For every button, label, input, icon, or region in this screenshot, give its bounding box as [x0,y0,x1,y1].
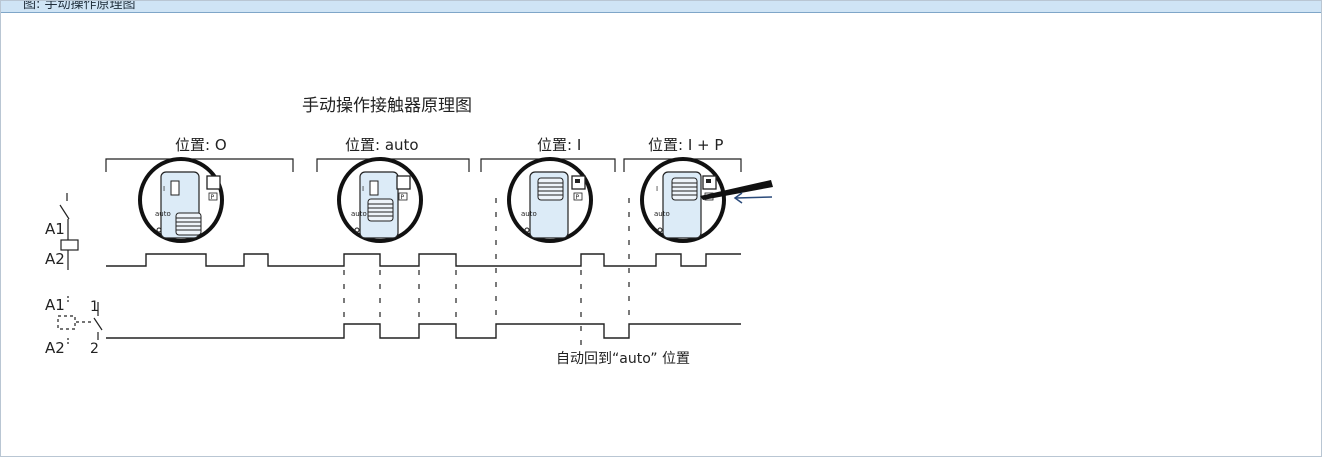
arrow-icon [733,192,773,204]
figure-caption: 图: 手动操作原理图 [23,1,136,12]
position-label-ip: 位置: I + P [648,136,723,154]
coil-a2-label: A2 [45,250,65,268]
contact-2-label: 2 [90,341,99,357]
i-mark: I [656,185,658,193]
contact-a2-label: A2 [45,339,65,357]
timing-guides [343,198,630,346]
i-mark: I [163,185,165,193]
auto-mark: auto [351,210,367,218]
contact-symbol: A1 A2 1 2 [45,296,103,357]
coil-waveform [106,253,741,267]
contact-1-label: 1 [90,299,99,315]
auto-mark: auto [654,210,670,218]
position-label-i: 位置: I [537,136,581,154]
figure-caption-bar: 图: 手动操作原理图 [1,1,1321,13]
screwdriver-icon [700,180,773,200]
i-mark: I [362,185,364,193]
coil-symbol: A1 A2 [45,193,79,270]
dial-position-auto: P I auto [337,157,423,243]
dial-position-i: P auto [507,157,593,243]
position-label-o: 位置: O [175,136,227,154]
auto-mark: auto [155,210,171,218]
dial-position-ip: P I auto [640,157,773,243]
auto-mark: auto [521,210,537,218]
p-mark: P [211,194,215,201]
p-mark: P [576,194,580,201]
bracket-auto [316,158,470,172]
position-label-auto: 位置: auto [345,136,419,154]
bracket-o [105,158,294,172]
auto-return-note: 自动回到“auto” 位置 [556,351,690,367]
contact-a1-label: A1 [45,296,65,314]
dial-position-o: P I auto [138,157,224,243]
contact-waveform [106,323,741,339]
diagram-title: 手动操作接触器原理图 [302,96,472,116]
p-mark: P [401,194,405,201]
coil-a1-label: A1 [45,220,65,238]
